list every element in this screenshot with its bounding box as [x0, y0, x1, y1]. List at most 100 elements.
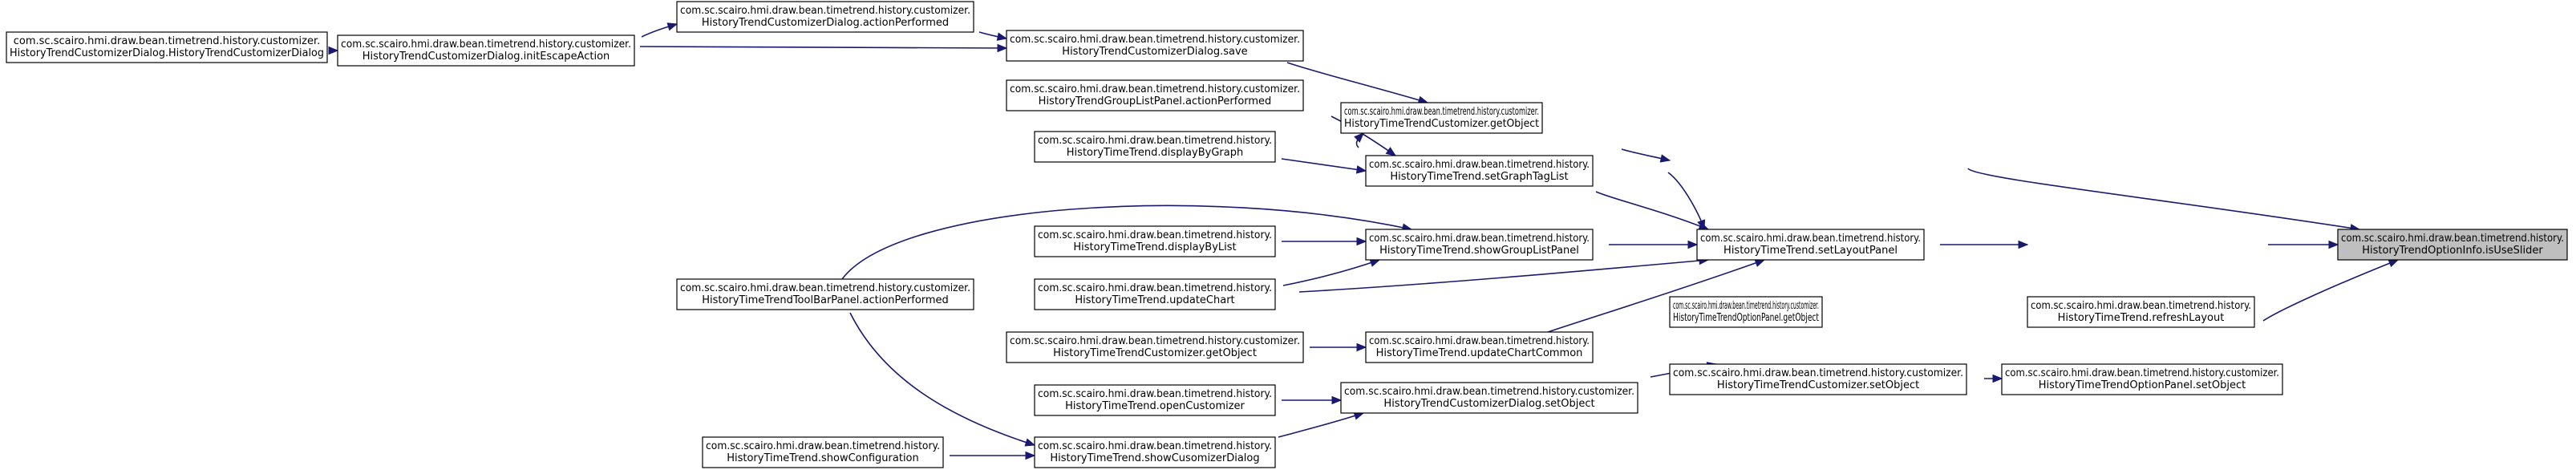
- edge-arrowhead: [1687, 240, 1699, 249]
- node-label-line: HistoryTimeTrend.showConfiguration: [727, 452, 919, 464]
- node-caller-function[interactable]: com.sc.scairo.hmi.draw.bean.timetrend.hi…: [1669, 296, 1823, 328]
- edge-arrowhead: [328, 46, 339, 55]
- node-label-line: com.sc.scairo.hmi.draw.bean.timetrend.hi…: [341, 38, 631, 51]
- node-caller-function[interactable]: com.sc.scairo.hmi.draw.bean.timetrend.hi…: [1365, 229, 1594, 261]
- node-caller-function[interactable]: com.sc.scairo.hmi.draw.bean.timetrend.hi…: [1340, 382, 1638, 414]
- node-caller-function[interactable]: com.sc.scairo.hmi.draw.bean.timetrend.hi…: [1034, 436, 1276, 468]
- node-caller-function[interactable]: com.sc.scairo.hmi.draw.bean.timetrend.hi…: [676, 1, 974, 33]
- node-box: [1006, 331, 1304, 363]
- edge-n3-n6: [1984, 374, 2003, 383]
- node-label-line: com.sc.scairo.hmi.draw.bean.timetrend.hi…: [1038, 135, 1272, 147]
- node-caller-function[interactable]: com.sc.scairo.hmi.draw.bean.timetrend.hi…: [1034, 278, 1276, 310]
- edge-layer: [328, 22, 2400, 460]
- node-label-line: com.sc.scairo.hmi.draw.bean.timetrend.hi…: [1344, 386, 1634, 398]
- edge-line: [1286, 62, 1428, 103]
- node-label-line: com.sc.scairo.hmi.draw.bean.timetrend.hi…: [1369, 335, 1590, 347]
- node-layer: com.sc.scairo.hmi.draw.bean.timetrend.hi…: [6, 1, 2568, 468]
- edge-arrowhead: [1354, 132, 1364, 143]
- node-caller-function[interactable]: com.sc.scairo.hmi.draw.bean.timetrend.hi…: [1006, 331, 1304, 363]
- node-box: [1006, 30, 1304, 62]
- node-caller-function[interactable]: com.sc.scairo.hmi.draw.bean.timetrend.hi…: [337, 34, 635, 67]
- node-box: [1365, 229, 1594, 261]
- edge-arrowhead: [1024, 438, 1036, 447]
- edge-n10-n19: [1310, 342, 1367, 352]
- edge-n5-n9: [1609, 240, 1699, 249]
- node-label-line: HistoryTimeTrend.updateChartCommon: [1376, 347, 1583, 359]
- edge-n0-n3: [2262, 259, 2400, 322]
- node-caller-function[interactable]: com.sc.scairo.hmi.draw.bean.timetrend.hi…: [1006, 79, 1304, 111]
- edge-line: [1298, 259, 1709, 293]
- edge-arrowhead: [1025, 451, 1036, 460]
- node-caller-function[interactable]: com.sc.scairo.hmi.draw.bean.timetrend.hi…: [2027, 296, 2255, 328]
- node-label-line: HistoryTimeTrend.showGroupListPanel: [1379, 245, 1579, 257]
- node-caller-function[interactable]: com.sc.scairo.hmi.draw.bean.timetrend.hi…: [1340, 102, 1543, 134]
- node-label-line: HistoryTrendCustomizerDialog.setObject: [1383, 398, 1594, 410]
- node-label-line: com.sc.scairo.hmi.draw.bean.timetrend.hi…: [680, 282, 970, 294]
- edge-arrowhead: [1754, 258, 1766, 267]
- node-label-line: HistoryTrendCustomizerDialog.save: [1062, 46, 1247, 58]
- edge-line: [1282, 259, 1380, 286]
- node-box: [1034, 436, 1276, 468]
- node-label-line: HistoryTimeTrendCustomizer.getObject: [1344, 118, 1539, 130]
- node-box: [2001, 363, 2283, 395]
- node-label-line: HistoryTimeTrendOptionPanel.getObject: [1673, 312, 1819, 324]
- node-label-line: HistoryTrendCustomizerDialog.initEscapeA…: [363, 51, 610, 63]
- edge-arrowhead: [1356, 237, 1367, 246]
- node-caller-function[interactable]: com.sc.scairo.hmi.draw.bean.timetrend.hi…: [676, 278, 974, 310]
- edge-n0-n1: [1967, 168, 2361, 233]
- node-caller-function[interactable]: com.sc.scairo.hmi.draw.bean.timetrend.hi…: [1365, 155, 1594, 187]
- node-caller-function[interactable]: com.sc.scairo.hmi.draw.bean.timetrend.hi…: [1034, 225, 1276, 257]
- node-caller-function[interactable]: com.sc.scairo.hmi.draw.bean.timetrend.hi…: [1365, 331, 1594, 363]
- node-caller-function[interactable]: com.sc.scairo.hmi.draw.bean.timetrend.hi…: [1696, 229, 1925, 261]
- edge-arrowhead: [1659, 154, 1671, 163]
- node-box: [1669, 296, 1823, 328]
- node-box: [1669, 363, 1967, 395]
- node-label-line: com.sc.scairo.hmi.draw.bean.timetrend.hi…: [2031, 300, 2251, 312]
- node-label-line: com.sc.scairo.hmi.draw.bean.timetrend.hi…: [1038, 282, 1272, 294]
- edge-arrowhead: [2328, 240, 2339, 249]
- node-caller-function[interactable]: com.sc.scairo.hmi.draw.bean.timetrend.hi…: [1034, 384, 1276, 416]
- node-target-function[interactable]: com.sc.scairo.hmi.draw.bean.timetrend.hi…: [2337, 229, 2568, 261]
- node-label-line: com.sc.scairo.hmi.draw.bean.timetrend.hi…: [1673, 300, 1819, 312]
- node-box: [702, 436, 944, 468]
- node-box: [1006, 79, 1304, 111]
- node-caller-function[interactable]: com.sc.scairo.hmi.draw.bean.timetrend.hi…: [2001, 363, 2283, 395]
- node-box: [1034, 225, 1276, 257]
- edge-n21-n18: [849, 312, 1036, 447]
- edge-n1-n4: [1621, 148, 1671, 163]
- node-caller-function[interactable]: com.sc.scairo.hmi.draw.bean.timetrend.hi…: [1034, 131, 1276, 163]
- node-label-line: HistoryTimeTrend.setGraphTagList: [1390, 171, 1568, 183]
- node-box: [1696, 229, 1925, 261]
- node-box: [337, 34, 635, 67]
- node-label-line: HistoryTimeTrend.displayByList: [1073, 241, 1236, 253]
- edge-n11-n21: [1278, 411, 1365, 438]
- node-caller-function[interactable]: com.sc.scairo.hmi.draw.bean.timetrend.hi…: [1669, 363, 1967, 395]
- edge-n11-n20: [1282, 395, 1343, 405]
- edge-arrowhead: [996, 32, 1008, 41]
- node-label-line: HistoryTimeTrendCustomizer.getObject: [1053, 347, 1257, 359]
- node-caller-function[interactable]: com.sc.scairo.hmi.draw.bean.timetrend.hi…: [1006, 30, 1304, 62]
- node-label-line: com.sc.scairo.hmi.draw.bean.timetrend.hi…: [1038, 229, 1272, 241]
- node-label-line: com.sc.scairo.hmi.draw.bean.timetrend.hi…: [1369, 233, 1590, 245]
- node-caller-function[interactable]: com.sc.scairo.hmi.draw.bean.timetrend.hi…: [6, 31, 328, 63]
- node-label-line: com.sc.scairo.hmi.draw.bean.timetrend.hi…: [1010, 335, 1300, 347]
- edge-line: [639, 46, 1007, 49]
- edge-arrowhead: [1369, 258, 1381, 267]
- node-box: [1034, 278, 1276, 310]
- node-label-line: HistoryTimeTrend.setLayoutPanel: [1723, 245, 1898, 257]
- edge-n5-n17: [1298, 256, 1710, 293]
- node-caller-function[interactable]: com.sc.scairo.hmi.draw.bean.timetrend.hi…: [702, 436, 944, 468]
- node-box: [1365, 155, 1594, 187]
- node-label-line: com.sc.scairo.hmi.draw.bean.timetrend.hi…: [1010, 34, 1300, 46]
- node-box: [676, 278, 974, 310]
- node-box: [1365, 331, 1594, 363]
- node-label-line: HistoryTrendCustomizerDialog.HistoryTren…: [10, 47, 324, 59]
- edge-line: [1547, 259, 1765, 333]
- edge-n4-n8: [1354, 132, 1364, 148]
- node-label-line: com.sc.scairo.hmi.draw.bean.timetrend.hi…: [680, 5, 970, 17]
- edge-n5-n8: [1595, 191, 1710, 230]
- node-label-line: HistoryTrendCustomizerDialog.actionPerfo…: [702, 17, 949, 29]
- node-label-line: com.sc.scairo.hmi.draw.bean.timetrend.hi…: [1344, 106, 1539, 118]
- node-label-line: com.sc.scairo.hmi.draw.bean.timetrend.hi…: [1673, 367, 1963, 379]
- edge-arrowhead: [997, 43, 1008, 53]
